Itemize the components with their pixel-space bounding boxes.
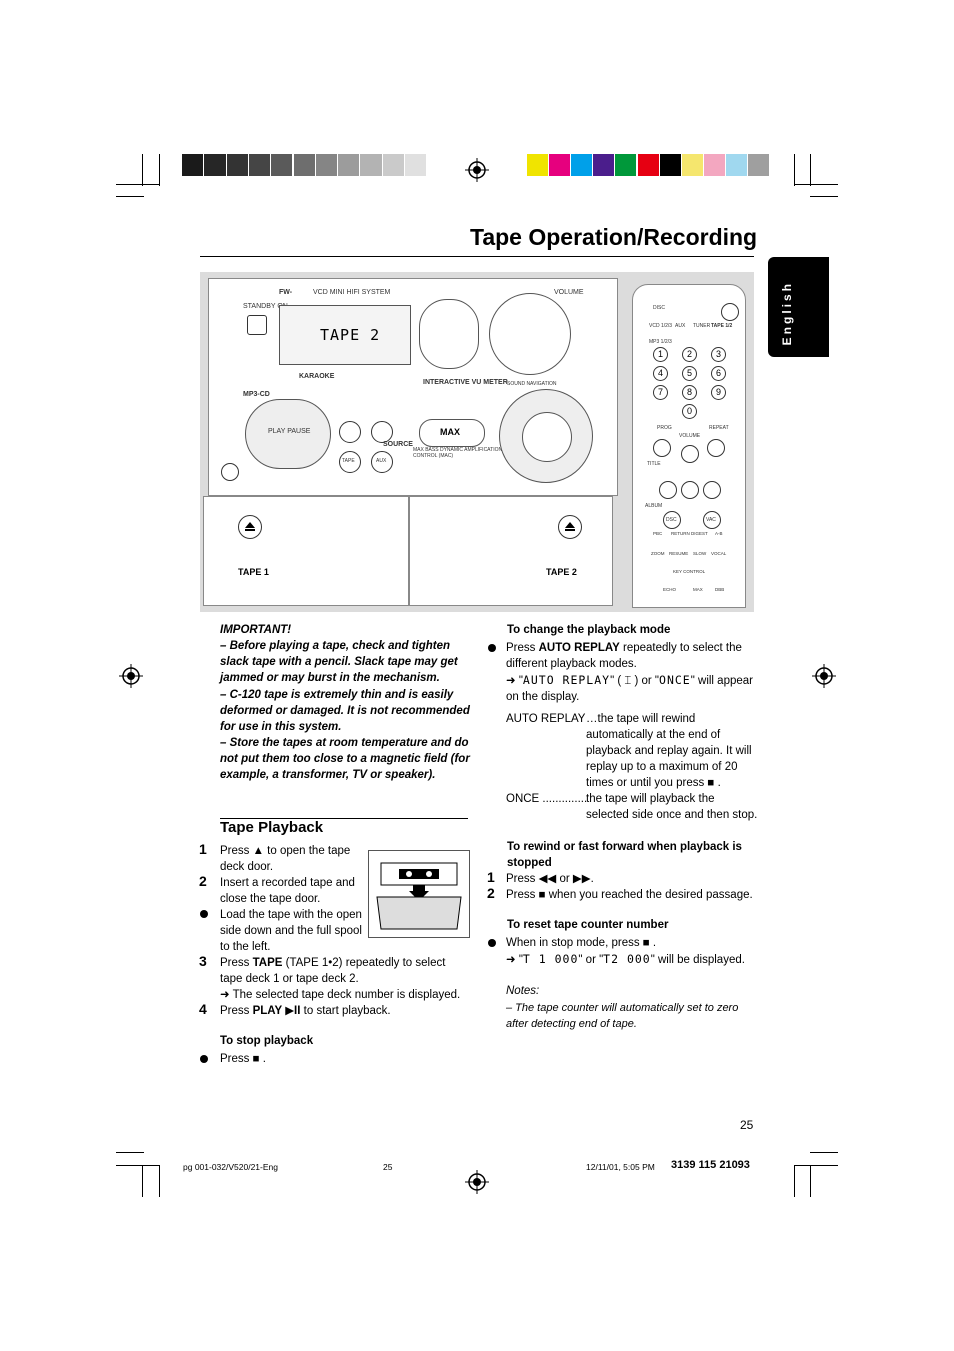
registration-mark-icon — [465, 158, 489, 182]
power-icon — [721, 303, 739, 321]
important-item: – C-120 tape is extremely thin and is ea… — [220, 689, 470, 733]
calibration-swatch — [182, 154, 204, 176]
rewind-icon — [659, 481, 677, 499]
main-unit-front-panel: FW- VCD MINI HIFI SYSTEM VOLUME STANDBY … — [208, 278, 618, 496]
remote-digit-button: 0 — [682, 404, 697, 419]
remote-digit-button: 8 — [682, 385, 697, 400]
calibration-swatch — [226, 154, 248, 176]
remote-digit-button: 3 — [711, 347, 726, 362]
aux-source-button: AUX — [371, 451, 393, 473]
calibration-swatch — [748, 154, 770, 176]
note-text: – The tape counter will automatically se… — [506, 1002, 739, 1030]
cassette-insert-illustration — [368, 850, 470, 938]
definition-term: ONCE .............. — [506, 793, 588, 805]
calibration-swatch — [527, 154, 549, 176]
step-text: Press PLAY ▶II to start playback. — [220, 1005, 391, 1017]
fast-forward-icon — [703, 481, 721, 499]
stop-icon — [681, 481, 699, 499]
footer-page: 25 — [383, 1162, 393, 1172]
remote-digit-button: 2 — [682, 347, 697, 362]
calibration-swatch — [405, 154, 427, 176]
definition-text: the tape will playback the selected side… — [586, 793, 758, 821]
important-heading: IMPORTANT! — [220, 624, 292, 636]
step-result: ➜ The selected tape deck number is displ… — [220, 989, 461, 1001]
definition-term: AUTO REPLAY — [506, 713, 586, 725]
footer-file: pg 001-032/V520/21-Eng — [183, 1162, 278, 1172]
subheading-playback-mode: To change the playback mode — [507, 624, 671, 636]
important-item: – Store the tapes at room temperature an… — [220, 737, 470, 781]
vu-meter-left — [419, 299, 479, 369]
notes-heading: Notes: — [506, 985, 540, 997]
registration-mark-icon — [812, 664, 836, 688]
standby-button — [247, 315, 267, 335]
step-text: Press ◀◀ or ▶▶. — [506, 873, 594, 885]
section-heading-tape-playback: Tape Playback — [220, 819, 324, 836]
calibration-swatch — [703, 154, 725, 176]
footer-date: 12/11/01, 5:05 PM — [586, 1162, 655, 1172]
calibration-swatch — [271, 154, 293, 176]
step-text: Insert a recorded tape and close the tap… — [220, 877, 355, 905]
calibration-swatch — [315, 154, 338, 176]
remote-digit-button: 6 — [711, 366, 726, 381]
footer-code: 3139 115 21093 — [671, 1159, 750, 1171]
step-text: Press ▲ to open the tape deck door. — [220, 845, 351, 873]
calibration-swatch — [659, 154, 681, 176]
cd-control-dial: PLAY PAUSE — [245, 399, 331, 469]
step-text: Press TAPE (TAPE 1•2) repeatedly to sele… — [220, 957, 446, 985]
subheading-stop: To stop playback — [220, 1035, 314, 1047]
calibration-swatch — [615, 154, 637, 176]
step-result: ➜ "AUTO REPLAY" ( ⌶ ) or "ONCE" will app… — [506, 673, 753, 703]
language-tab: English — [768, 257, 829, 357]
calibration-swatch — [382, 154, 404, 176]
page-title: Tape Operation/Recording — [470, 224, 758, 250]
step-text: Press ■ when you reached the desired pas… — [506, 889, 753, 901]
eject-icon — [238, 515, 262, 539]
step-result: ➜ "T 1 000" or "T2 000" will be displaye… — [506, 952, 745, 966]
subheading-rewind: To rewind or fast forward when playback … — [507, 841, 742, 869]
calibration-swatch — [571, 154, 593, 176]
calibration-swatch — [204, 154, 226, 176]
play-pause-icon — [681, 445, 699, 463]
tape-source-button: TAPE — [339, 451, 361, 473]
device-illustration: FW- VCD MINI HIFI SYSTEM VOLUME STANDBY … — [200, 272, 754, 612]
volume-knob — [489, 293, 571, 375]
important-item: – Before playing a tape, check and tight… — [220, 640, 458, 684]
step-text: Load the tape with the open side down an… — [220, 909, 362, 953]
remote-digit-button: 1 — [653, 347, 668, 362]
remote-digit-button: 7 — [653, 385, 668, 400]
tape-deck-2: TAPE 2 — [409, 496, 613, 606]
subheading-counter: To reset tape counter number — [507, 919, 669, 931]
calibration-swatch — [360, 154, 382, 176]
registration-mark-icon — [465, 1170, 489, 1194]
tape-deck-1: TAPE 1 — [203, 496, 409, 606]
calibration-swatch — [681, 154, 703, 176]
step-text: When in stop mode, press ■ . — [506, 937, 657, 949]
page-number: 25 — [740, 1118, 754, 1132]
max-sound-button: MAX — [419, 419, 485, 447]
registration-mark-icon — [119, 664, 143, 688]
calibration-swatch — [549, 154, 571, 176]
remote-digit-button: 5 — [682, 366, 697, 381]
remote-digit-button: 4 — [653, 366, 668, 381]
calibration-swatch — [338, 154, 360, 176]
remote-digit-button: 9 — [711, 385, 726, 400]
calibration-swatch — [637, 154, 659, 176]
eject-icon — [558, 515, 582, 539]
calibration-swatch — [593, 154, 615, 176]
display-panel: TAPE 2 — [279, 305, 411, 365]
calibration-swatch — [248, 154, 271, 176]
step-text: Press AUTO REPLAY repeatedly to select t… — [506, 642, 742, 670]
calibration-swatch — [293, 154, 315, 176]
step-text: Press ■ . — [220, 1053, 266, 1065]
sound-navigation-dial — [499, 389, 593, 483]
title-rule — [200, 256, 754, 257]
remote-control: DISC VCD 1/2/3 AUX TUNER TAPE 1/2 MP3 1/… — [632, 284, 746, 608]
headphone-jack — [221, 463, 239, 481]
calibration-swatch — [725, 154, 747, 176]
definition-text: …the tape will rewind automatically at t… — [586, 713, 752, 789]
